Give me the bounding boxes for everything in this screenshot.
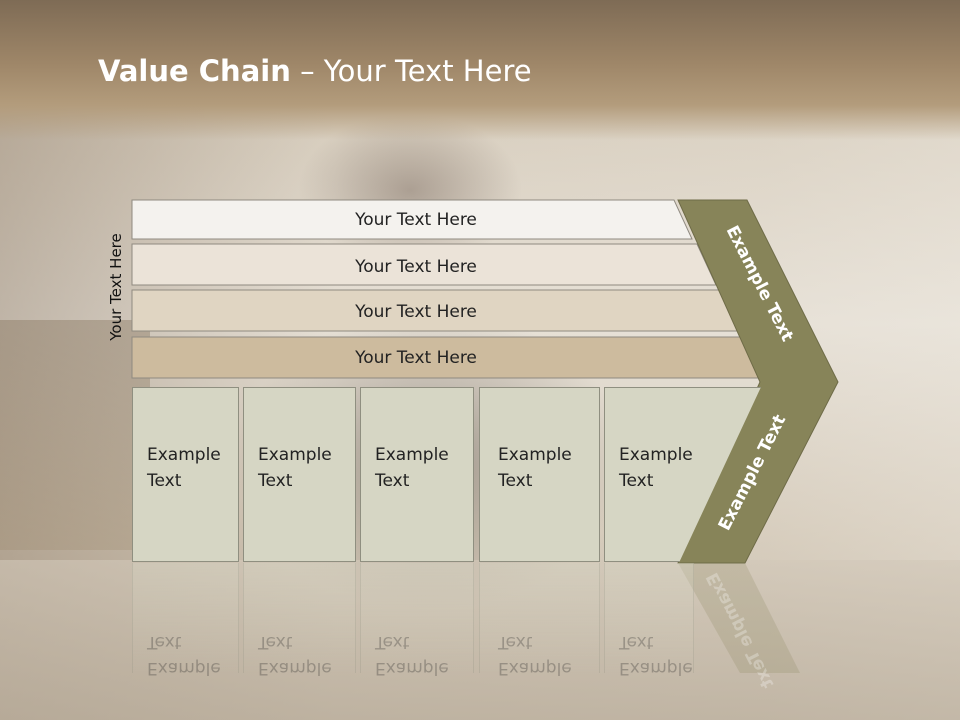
background-books [0,320,150,550]
slide-title: Value Chain – Your Text Here [98,54,532,88]
title-band [0,0,960,140]
bar-3-label: Your Text Here [354,302,477,322]
title-bold: Value Chain [98,54,291,88]
bar-1[interactable] [131,199,693,240]
background-desk [0,560,960,720]
bar-4-label: Your Text Here [354,348,477,368]
title-rest: – Your Text Here [290,54,532,88]
bar-2-label: Your Text Here [354,257,477,277]
chevron-reflection [678,563,800,673]
bar-1-label: Your Text Here [354,210,477,230]
chevron-arrow[interactable] [677,199,839,564]
